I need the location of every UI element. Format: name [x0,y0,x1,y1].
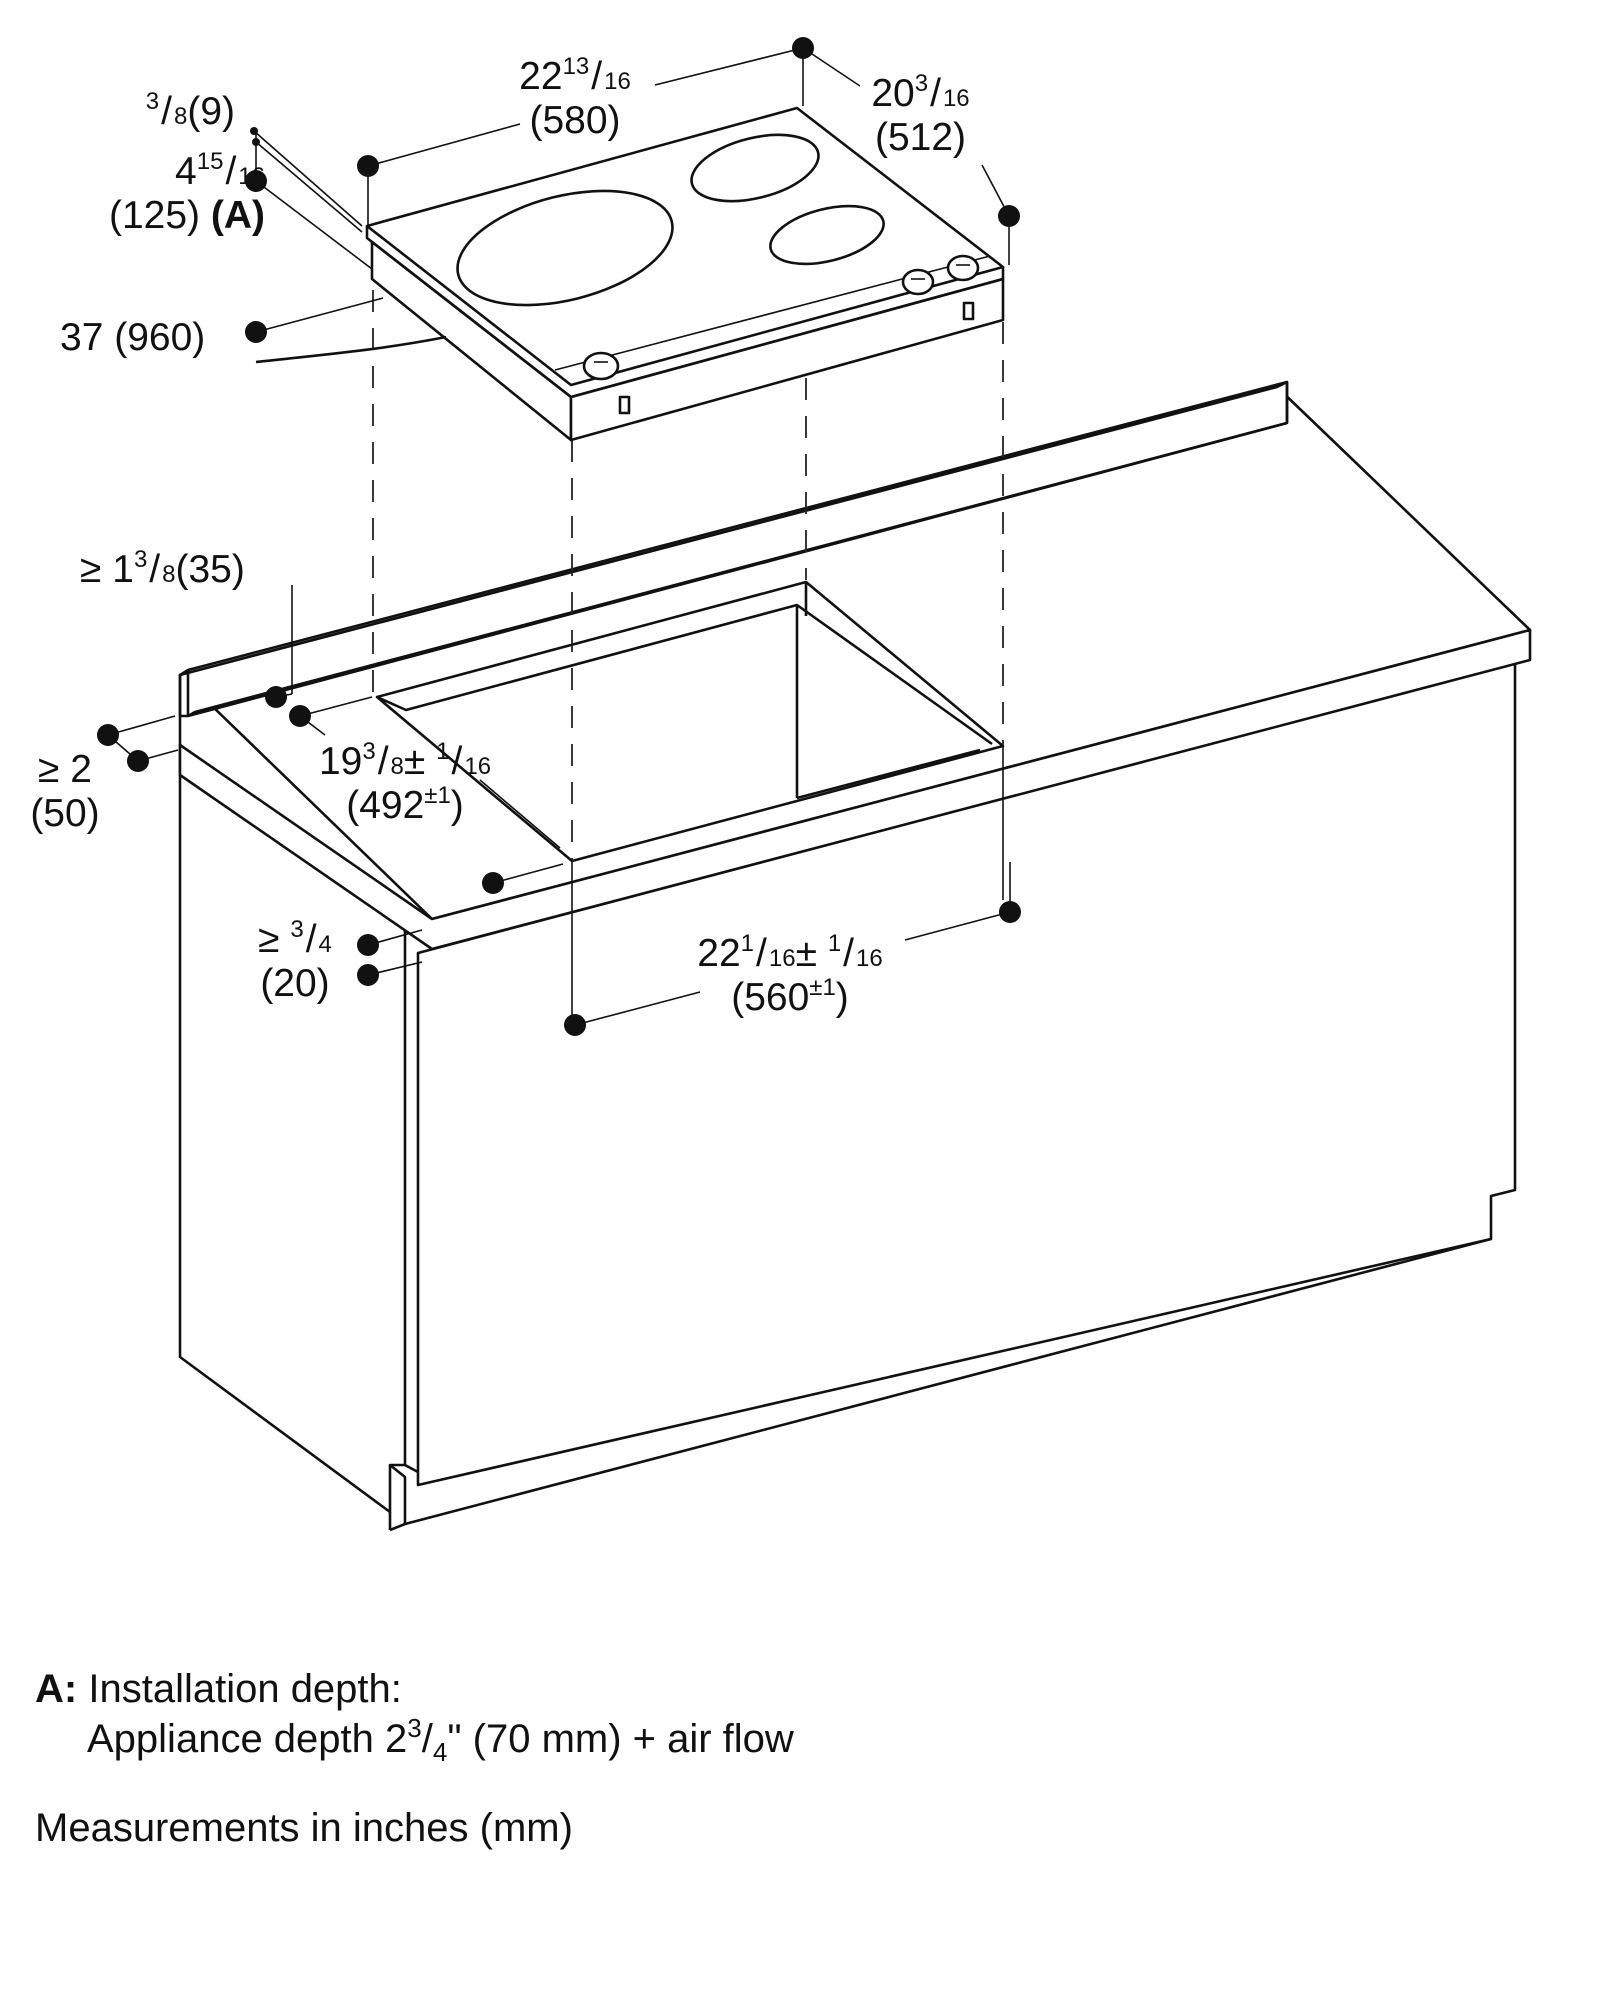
legend-title: Installation depth: [88,1667,402,1711]
dim-label-580: 2213/16 (580) [519,53,631,143]
dim-label-560: 221/16± 1/16 (560±1) [697,930,883,1020]
cooktop [255,106,1005,442]
dim-label-35: ≥ 13/8(35) [80,546,245,592]
control-knob-icon [582,351,620,381]
dim-label-960: 37 (960) [60,316,206,359]
legend-label: A: [35,1667,78,1711]
dim-label-512: 203/16 (512) [871,70,970,160]
dim-label-492: 193/8± 1/16 (492±1) [318,738,492,828]
dim-label-20: ≥ 3/4 (20) [258,916,332,1006]
control-knob-icon [946,254,980,282]
dim-label-9: 3/8(9) [145,88,235,134]
dim-label-50: ≥ 2 (50) [30,748,100,835]
legend: A: Installation depth: Appliance depth 2… [35,1664,794,1767]
legend-detail: Appliance depth 23/4" (70 mm) + air flow [87,1713,794,1767]
dimension-dots [97,37,1021,1036]
dim-label-125: 415/16 (125) (A) [108,148,265,238]
cabinet [178,661,1517,1532]
control-knob-icon [901,268,935,296]
projection-lines [372,290,1004,861]
measurements-note: Measurements in inches (mm) [35,1806,573,1850]
